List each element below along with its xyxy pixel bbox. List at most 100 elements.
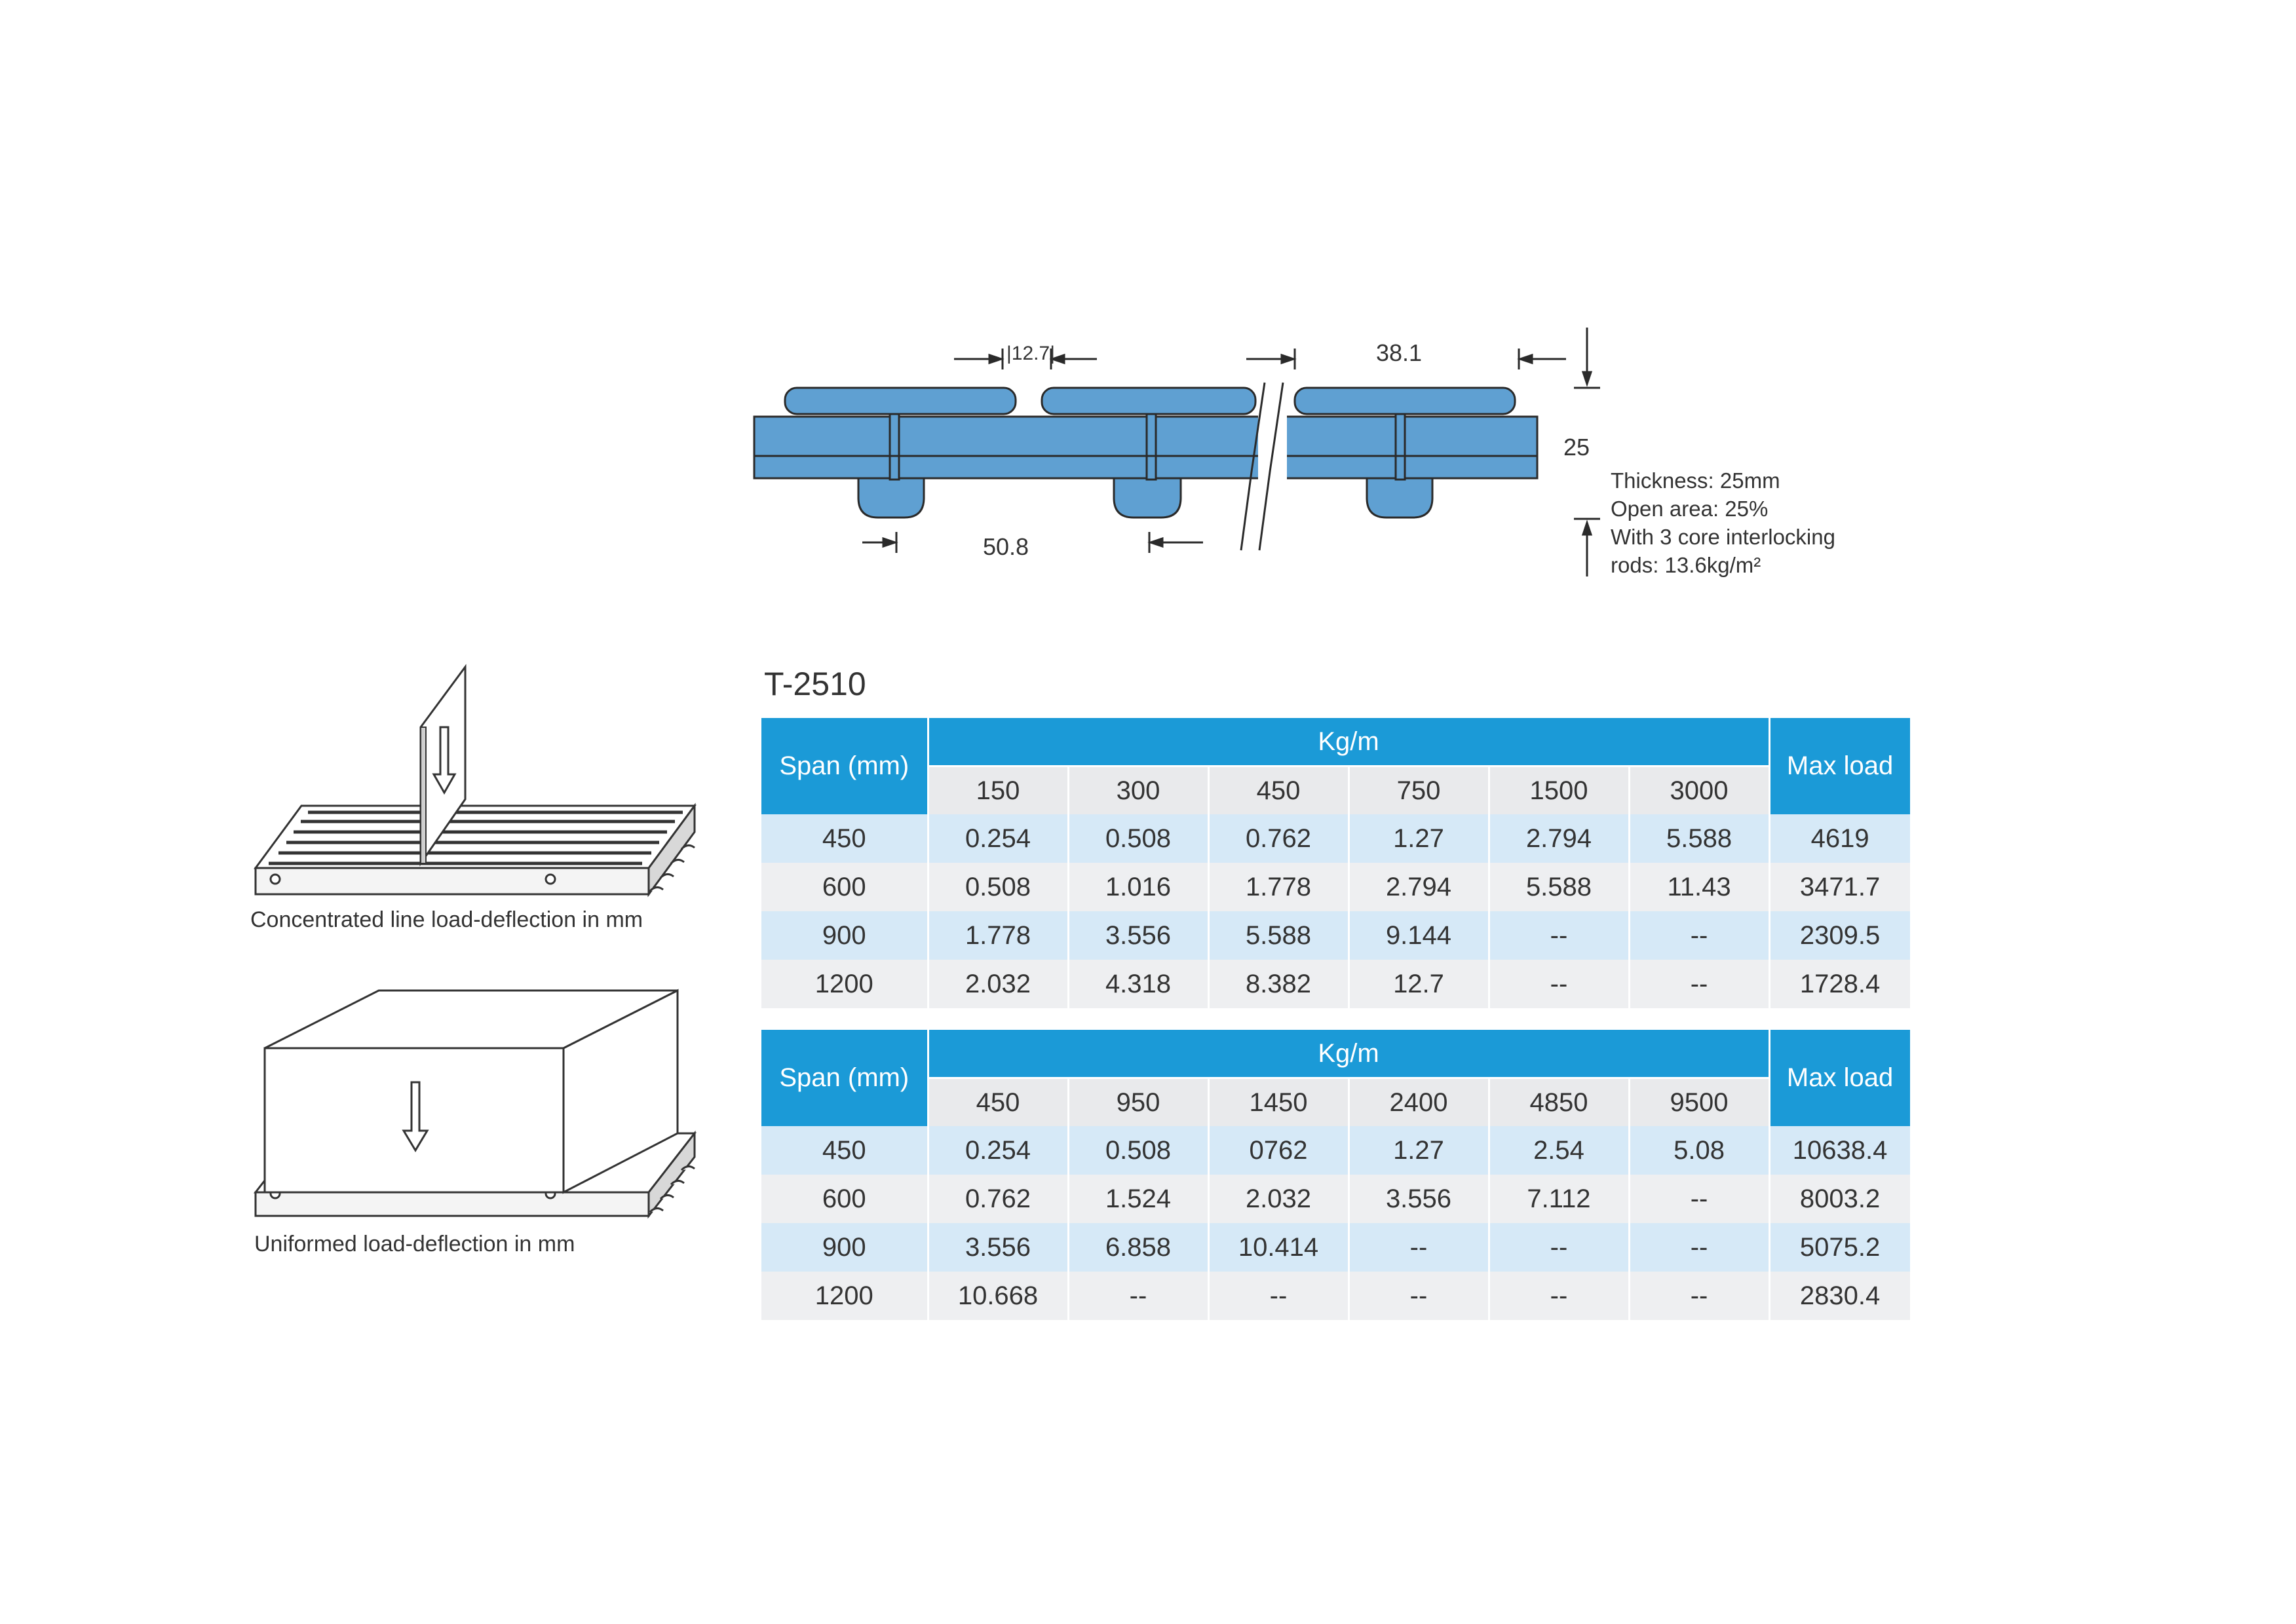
- deflection-cell: 3.556: [1349, 1175, 1490, 1223]
- deflection-cell: 1.778: [928, 911, 1069, 960]
- deflection-cell: 0.508: [1068, 1126, 1210, 1175]
- load-header: 1500: [1489, 766, 1630, 814]
- deflection-cell: 1.524: [1068, 1175, 1210, 1223]
- load-header: 950: [1068, 1078, 1210, 1126]
- uniform-load-illustration: [253, 989, 697, 1219]
- deflection-cell: 5.588: [1208, 911, 1350, 960]
- span-cell: 600: [761, 1175, 929, 1223]
- deflection-cell: 5.08: [1629, 1126, 1770, 1175]
- deflection-cell: --: [1068, 1272, 1210, 1320]
- deflection-cell: 1.778: [1208, 863, 1350, 911]
- deflection-cell: 0.254: [928, 1126, 1069, 1175]
- table-row: 450 0.254 0.508 0.762 1.27 2.794 5.588 4…: [761, 814, 1912, 863]
- deflection-cell: 7.112: [1489, 1175, 1630, 1223]
- deflection-cell: 0.508: [928, 863, 1069, 911]
- deflection-cell: 0.508: [1068, 814, 1210, 863]
- span-header: Span (mm): [761, 1030, 929, 1126]
- deflection-cell: --: [1208, 1272, 1350, 1320]
- max-load-cell: 8003.2: [1769, 1175, 1912, 1223]
- dim-height-label: 25: [1563, 434, 1590, 461]
- span-cell: 900: [761, 911, 929, 960]
- max-load-header: Max load: [1769, 718, 1912, 814]
- uniform-load-table: Span (mm) Kg/m Max load 450 950 1450 240…: [761, 1030, 1912, 1320]
- deflection-cell: 10.414: [1208, 1223, 1350, 1272]
- load-header: 300: [1068, 766, 1210, 814]
- load-header: 2400: [1349, 1078, 1490, 1126]
- deflection-cell: 0.762: [1208, 814, 1350, 863]
- deflection-cell: 0.762: [928, 1175, 1069, 1223]
- kgm-header: Kg/m: [928, 718, 1770, 767]
- max-load-cell: 2830.4: [1769, 1272, 1912, 1320]
- load-header: 4850: [1489, 1078, 1630, 1126]
- deflection-cell: --: [1629, 960, 1770, 1008]
- span-cell: 1200: [761, 960, 929, 1008]
- table-row: 1200 10.668 -- -- -- -- -- 2830.4: [761, 1272, 1912, 1320]
- table-row: 1200 2.032 4.318 8.382 12.7 -- -- 1728.4: [761, 960, 1912, 1008]
- line-load-caption: Concentrated line load-deflection in mm: [250, 907, 643, 932]
- deflection-cell: 3.556: [1068, 911, 1210, 960]
- deflection-cell: 8.382: [1208, 960, 1350, 1008]
- table-row: 900 1.778 3.556 5.588 9.144 -- -- 2309.5: [761, 911, 1912, 960]
- table-row: 600 0.508 1.016 1.778 2.794 5.588 11.43 …: [761, 863, 1912, 911]
- max-load-header: Max load: [1769, 1030, 1912, 1126]
- deflection-cell: 2.032: [928, 960, 1069, 1008]
- span-cell: 600: [761, 863, 929, 911]
- span-cell: 450: [761, 1126, 929, 1175]
- dim-pitch-label: |12.7|: [1006, 343, 1055, 364]
- spec-core-rods: With 3 core interlocking: [1611, 525, 1835, 549]
- max-load-cell: 1728.4: [1769, 960, 1912, 1008]
- uniform-load-caption: Uniformed load-deflection in mm: [254, 1232, 575, 1256]
- deflection-cell: 2.794: [1349, 863, 1490, 911]
- deflection-cell: 5.588: [1629, 814, 1770, 863]
- max-load-cell: 5075.2: [1769, 1223, 1912, 1272]
- spec-open-area: Open area: 25%: [1611, 497, 1769, 521]
- load-header: 1450: [1208, 1078, 1350, 1126]
- line-load-illustration: [254, 664, 697, 897]
- span-cell: 450: [761, 814, 929, 863]
- spec-notes: Thickness: 25mm Open area: 25% With 3 co…: [1611, 466, 1835, 579]
- deflection-cell: --: [1629, 1223, 1770, 1272]
- table-row: 600 0.762 1.524 2.032 3.556 7.112 -- 800…: [761, 1175, 1912, 1223]
- deflection-cell: 4.318: [1068, 960, 1210, 1008]
- deflection-cell: --: [1349, 1223, 1490, 1272]
- load-header: 750: [1349, 766, 1490, 814]
- deflection-cell: 10.668: [928, 1272, 1069, 1320]
- max-load-cell: 10638.4: [1769, 1126, 1912, 1175]
- deflection-cell: --: [1629, 1272, 1770, 1320]
- deflection-cell: 9.144: [1349, 911, 1490, 960]
- model-title: T-2510: [764, 666, 866, 702]
- deflection-cell: 3.556: [928, 1223, 1069, 1272]
- span-cell: 1200: [761, 1272, 929, 1320]
- deflection-cell: 0.254: [928, 814, 1069, 863]
- deflection-cell: --: [1489, 960, 1630, 1008]
- max-load-cell: 2309.5: [1769, 911, 1912, 960]
- table-row: 450 0.254 0.508 0762 1.27 2.54 5.08 1063…: [761, 1126, 1912, 1175]
- deflection-cell: 12.7: [1349, 960, 1490, 1008]
- deflection-cell: --: [1489, 911, 1630, 960]
- load-header: 150: [928, 766, 1069, 814]
- deflection-cell: 1.27: [1349, 1126, 1490, 1175]
- grating-profile-drawing: [753, 328, 1600, 576]
- span-header: Span (mm): [761, 718, 929, 814]
- deflection-cell: --: [1629, 1175, 1770, 1223]
- deflection-cell: 11.43: [1629, 863, 1770, 911]
- deflection-cell: 0762: [1208, 1126, 1350, 1175]
- deflection-cell: 5.588: [1489, 863, 1630, 911]
- load-header: 450: [1208, 766, 1350, 814]
- load-header: 9500: [1629, 1078, 1770, 1126]
- dim-bar-spacing-label: 50.8: [983, 533, 1029, 560]
- spec-weight: rods: 13.6kg/m²: [1611, 553, 1761, 577]
- deflection-cell: 2.54: [1489, 1126, 1630, 1175]
- line-load-table: Span (mm) Kg/m Max load 150 300 450 750 …: [761, 718, 1912, 1008]
- load-header: 3000: [1629, 766, 1770, 814]
- spec-thickness: Thickness: 25mm: [1611, 468, 1780, 493]
- deflection-cell: 2.032: [1208, 1175, 1350, 1223]
- dim-bar-width-label: 38.1: [1376, 339, 1423, 366]
- span-cell: 900: [761, 1223, 929, 1272]
- table-row: 900 3.556 6.858 10.414 -- -- -- 5075.2: [761, 1223, 1912, 1272]
- load-header: 450: [928, 1078, 1069, 1126]
- deflection-cell: 6.858: [1068, 1223, 1210, 1272]
- deflection-cell: 1.27: [1349, 814, 1490, 863]
- max-load-cell: 4619: [1769, 814, 1912, 863]
- deflection-cell: 2.794: [1489, 814, 1630, 863]
